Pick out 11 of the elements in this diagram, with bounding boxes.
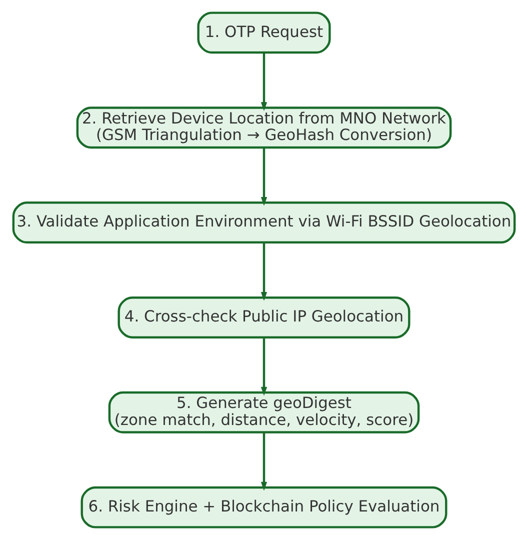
arrow (260, 52, 267, 111)
arrow (260, 338, 267, 396)
arrow (260, 242, 267, 301)
arrow (260, 432, 267, 491)
node-box: 1. OTP Request (196, 12, 330, 54)
node-box: 2. Retrieve Device Location from MNO Network (GSM Triangulation → GeoHash Conversion) (76, 106, 452, 149)
node-box: 5. Generate geoDigest (zone match, distance, velocity, score) (108, 391, 420, 434)
node-box: 3. Validate Application Environment via Wi-Fi BSSID Geolocation (12, 202, 516, 244)
arrow (260, 148, 267, 206)
node-box: 4. Cross-check Public IP Geolocation (117, 296, 410, 338)
node-box: 6. Risk Engine + Blockchain Policy Evaluation (80, 486, 447, 528)
